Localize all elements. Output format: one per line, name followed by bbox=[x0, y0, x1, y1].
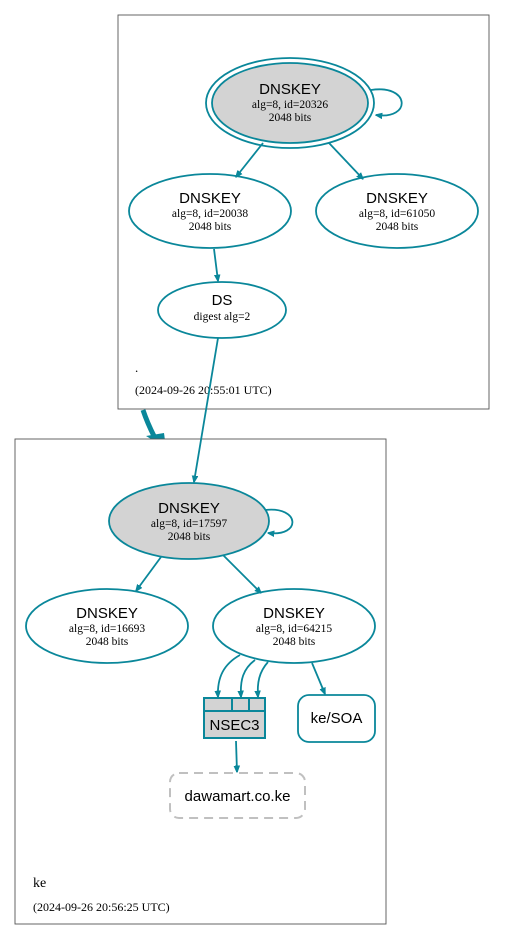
ke-ksk-self-edge bbox=[264, 508, 294, 534]
root-zsk2-type: DNSKEY bbox=[366, 190, 428, 207]
ke-soa-label: ke/SOA bbox=[311, 710, 363, 727]
root-zsk2-detail: alg=8, id=61050 bbox=[359, 208, 435, 220]
ke-zsk2-to-nsec3-edge-3 bbox=[258, 661, 269, 697]
ke-ksk-to-zsk1-edge bbox=[136, 556, 162, 591]
root-ksk-self-edge bbox=[370, 88, 403, 115]
ke-nsec3-label: NSEC3 bbox=[209, 717, 259, 734]
root-ksk-detail: alg=8, id=20326 bbox=[252, 99, 328, 111]
root-zsk2-size: 2048 bits bbox=[376, 221, 419, 233]
ke-ksk-to-zsk2-edge bbox=[222, 554, 261, 593]
ke-zsk2-size: 2048 bits bbox=[273, 636, 316, 648]
query-dawamart-node[interactable]: dawamart.co.ke bbox=[169, 772, 306, 819]
ke-zsk2-detail: alg=8, id=64215 bbox=[256, 623, 332, 635]
ke-zsk2-type: DNSKEY bbox=[263, 605, 325, 622]
root-zsk1-to-ds-edge bbox=[213, 248, 218, 281]
root-zsk-61050-node[interactable]: DNSKEY alg=8, id=61050 2048 bits bbox=[315, 173, 479, 249]
ke-zsk-16693-node[interactable]: DNSKEY alg=8, id=16693 2048 bits bbox=[25, 588, 189, 664]
ke-ksk-detail: alg=8, id=17597 bbox=[151, 518, 227, 530]
root-ds-detail: digest alg=2 bbox=[194, 311, 251, 323]
root-zone-name: . bbox=[135, 360, 138, 375]
ke-ksk-size: 2048 bits bbox=[168, 531, 211, 543]
ds-to-ke-ksk-edge bbox=[194, 337, 219, 482]
root-ksk-to-zsk2-edge bbox=[328, 142, 363, 179]
zone-ke-box bbox=[14, 438, 387, 925]
ke-zsk2-to-nsec3-edge-2 bbox=[241, 659, 256, 697]
ke-zsk-64215-node[interactable]: DNSKEY alg=8, id=64215 2048 bits bbox=[212, 588, 376, 664]
ke-soa-node[interactable]: ke/SOA bbox=[297, 694, 376, 743]
ke-zsk2-to-soa-edge bbox=[311, 662, 326, 694]
root-zsk1-type: DNSKEY bbox=[179, 190, 241, 207]
root-zone-timestamp: (2024-09-26 20:55:01 UTC) bbox=[135, 383, 272, 397]
ke-zsk2-to-nsec3-edge-1 bbox=[218, 654, 241, 697]
ke-ksk-type: DNSKEY bbox=[158, 500, 220, 517]
ke-zone-name: ke bbox=[33, 876, 46, 891]
root-ds-type: DS bbox=[212, 292, 233, 309]
ke-nsec3-node[interactable]: NSEC3 bbox=[203, 697, 266, 739]
root-ksk-to-zsk1-edge bbox=[236, 142, 264, 177]
root-zsk1-size: 2048 bits bbox=[189, 221, 232, 233]
ke-zsk1-size: 2048 bits bbox=[86, 636, 129, 648]
query-label: dawamart.co.ke bbox=[185, 788, 291, 805]
root-ksk-node[interactable]: DNSKEY alg=8, id=20326 2048 bits bbox=[205, 57, 375, 149]
ke-ksk-node[interactable]: DNSKEY alg=8, id=17597 2048 bits bbox=[108, 482, 270, 560]
root-ksk-type: DNSKEY bbox=[259, 81, 321, 98]
ke-zsk1-detail: alg=8, id=16693 bbox=[69, 623, 145, 635]
root-zsk1-detail: alg=8, id=20038 bbox=[172, 208, 248, 220]
ke-nsec3-to-query-edge bbox=[236, 740, 237, 772]
root-ksk-size: 2048 bits bbox=[269, 112, 312, 124]
ke-zsk1-type: DNSKEY bbox=[76, 605, 138, 622]
zone-root: DNSKEY alg=8, id=20326 2048 bits DNSKEY … bbox=[117, 14, 490, 410]
root-ds-node[interactable]: DS digest alg=2 bbox=[157, 281, 287, 339]
root-zsk-20038-node[interactable]: DNSKEY alg=8, id=20038 2048 bits bbox=[128, 173, 292, 249]
zone-ke: DNSKEY alg=8, id=17597 2048 bits DNSKEY … bbox=[14, 337, 387, 925]
ke-zone-timestamp: (2024-09-26 20:56:25 UTC) bbox=[33, 900, 170, 914]
